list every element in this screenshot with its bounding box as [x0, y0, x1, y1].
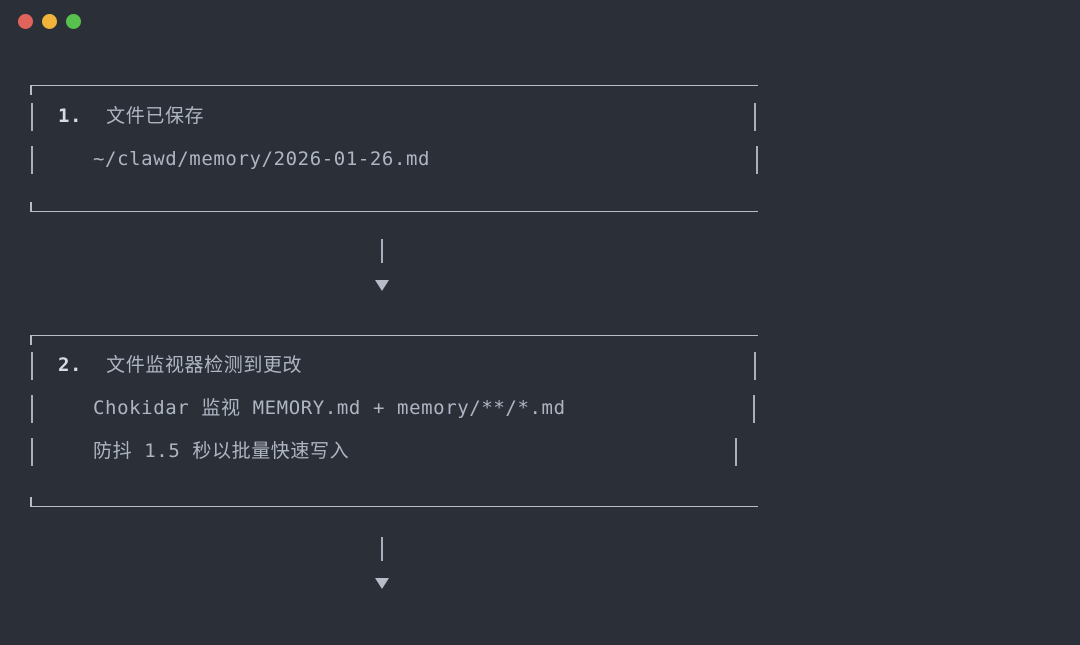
- box-right-pipe-icon: [754, 351, 756, 380]
- close-window-button[interactable]: [18, 14, 33, 29]
- box-corner-bottom-left-icon: [31, 497, 32, 507]
- flow-step-title-row: 1. 文件已保存: [31, 95, 758, 138]
- connector-stem-icon: [381, 239, 383, 263]
- box-right-pipe-icon: [754, 102, 756, 131]
- flow-step-number: 1.: [58, 105, 83, 127]
- connector-arrow-down-icon: [375, 578, 389, 589]
- flow-step-title: 2. 文件监视器检测到更改: [58, 344, 302, 387]
- flow-step-number: 2.: [58, 354, 83, 376]
- flow-step-title-text: 文件监视器检测到更改: [106, 354, 303, 376]
- connector-arrow-down-icon: [375, 280, 389, 291]
- box-left-pipe-icon: [31, 394, 33, 423]
- box-corner-top-left-icon: [31, 85, 32, 95]
- box-corner-bottom-right-icon: [30, 202, 31, 212]
- box-corner-top-left-icon: [31, 335, 32, 345]
- flow-connector-2: [374, 537, 390, 597]
- minimize-window-button[interactable]: [42, 14, 57, 29]
- box-corner-top-right-icon: [30, 85, 31, 95]
- flow-step-detail-text: 防抖 1.5 秒以批量快速写入: [93, 440, 350, 462]
- flow-connector-1: [374, 239, 390, 299]
- box-corner-bottom-right-icon: [30, 497, 31, 507]
- ascii-flow-diagram: 1. 文件已保存 ~/clawd/memory/2026-01-26.md: [0, 44, 1080, 611]
- box-left-pipe-icon: [31, 102, 33, 131]
- terminal-window: 1. 文件已保存 ~/clawd/memory/2026-01-26.md: [0, 0, 1080, 611]
- box-corner-bottom-left-icon: [31, 202, 32, 212]
- box-bottom-border: [31, 506, 758, 507]
- flow-step-title-row: 2. 文件监视器检测到更改: [31, 344, 758, 387]
- flow-step-title: 1. 文件已保存: [58, 95, 204, 138]
- box-bottom-border: [31, 211, 758, 212]
- box-right-pipe-icon: [735, 437, 737, 466]
- flow-step-detail-row: 防抖 1.5 秒以批量快速写入: [31, 430, 758, 473]
- box-left-pipe-icon: [31, 437, 33, 466]
- box-left-pipe-icon: [31, 351, 33, 380]
- box-top-border: [31, 335, 758, 336]
- box-corner-top-right-icon: [30, 335, 31, 345]
- flow-step-title-text: 文件已保存: [106, 105, 205, 127]
- connector-stem-icon: [381, 537, 383, 561]
- box-left-pipe-icon: [31, 145, 33, 174]
- maximize-window-button[interactable]: [66, 14, 81, 29]
- traffic-lights: [18, 14, 81, 29]
- flow-step-detail-text: Chokidar 监视 MEMORY.md + memory/**/*.md: [93, 397, 566, 419]
- window-titlebar: [0, 0, 1080, 44]
- box-right-pipe-icon: [756, 145, 758, 174]
- flow-step-detail-text: ~/clawd/memory/2026-01-26.md: [93, 148, 431, 170]
- box-right-pipe-icon: [753, 394, 755, 423]
- flow-step-detail-row: ~/clawd/memory/2026-01-26.md: [31, 138, 758, 181]
- box-top-border: [31, 85, 758, 86]
- flow-step-detail-row: Chokidar 监视 MEMORY.md + memory/**/*.md: [31, 387, 758, 430]
